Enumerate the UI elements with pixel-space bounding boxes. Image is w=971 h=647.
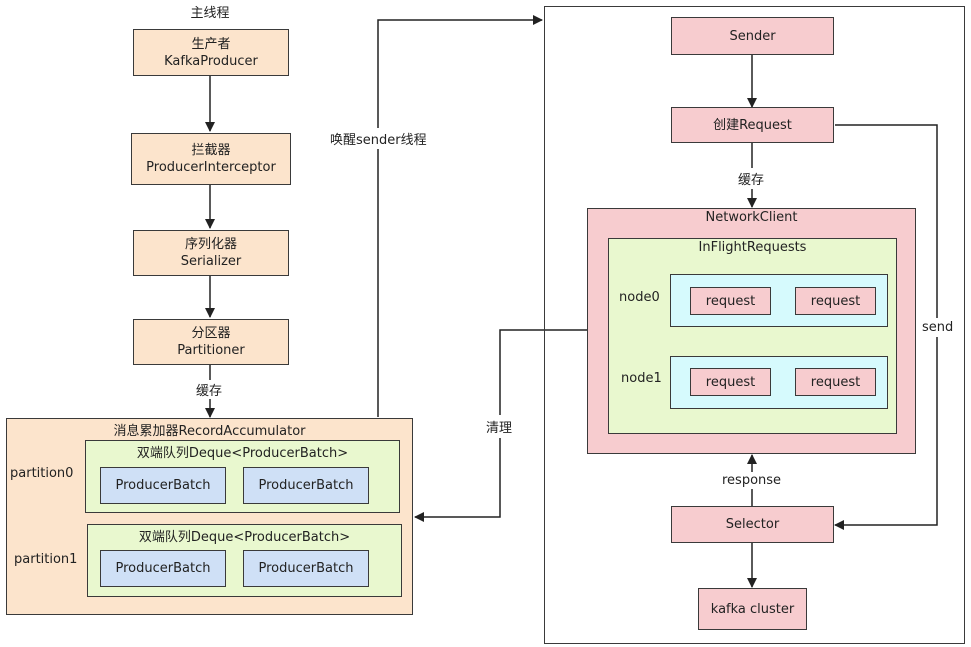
serializer-label-cn: 序列化器 bbox=[184, 237, 237, 252]
network-client-title: NetworkClient bbox=[705, 210, 798, 225]
accumulator-title: 消息累加器RecordAccumulator bbox=[113, 424, 306, 439]
producer-label-en: KafkaProducer bbox=[164, 53, 258, 69]
main-cache-label: 缓存 bbox=[196, 380, 223, 399]
node0-label: node0 bbox=[619, 290, 660, 305]
producer-batch: ProducerBatch bbox=[243, 550, 369, 587]
sender-thread-container bbox=[544, 6, 965, 644]
request-item: request bbox=[795, 287, 876, 315]
partitioner-box: 分区器 Partitioner bbox=[133, 319, 289, 365]
producer-batch: ProducerBatch bbox=[243, 467, 369, 504]
main-thread-title: 主线程 bbox=[190, 6, 230, 21]
node1-label: node1 bbox=[621, 371, 662, 386]
serializer-label-en: Serializer bbox=[180, 254, 242, 269]
producer-box: 生产者 KafkaProducer bbox=[133, 29, 289, 76]
producer-batch: ProducerBatch bbox=[100, 467, 226, 504]
arrow-wake-sender bbox=[377, 15, 543, 417]
interceptor-label-cn: 拦截器 bbox=[191, 143, 231, 158]
interceptor-box: 拦截器 ProducerInterceptor bbox=[131, 133, 291, 185]
producer-batch: ProducerBatch bbox=[100, 550, 226, 587]
sender-cache-label: 缓存 bbox=[738, 168, 765, 189]
partition0-label: partition0 bbox=[10, 466, 74, 481]
clean-label: 清理 bbox=[486, 415, 513, 438]
inflight-title: InFlightRequests bbox=[698, 240, 807, 255]
send-label: send bbox=[922, 318, 954, 337]
selector-box: Selector bbox=[671, 506, 834, 543]
partitioner-label-en: Partitioner bbox=[177, 343, 245, 358]
partition1-label: partition1 bbox=[14, 552, 78, 567]
partitioner-label-cn: 分区器 bbox=[191, 326, 231, 341]
serializer-box: 序列化器 Serializer bbox=[133, 230, 289, 276]
producer-label-cn: 生产者 bbox=[191, 36, 231, 52]
wake-sender-label: 唤醒sender线程 bbox=[330, 128, 427, 149]
interceptor-label-en: ProducerInterceptor bbox=[146, 160, 276, 175]
sender-box: Sender bbox=[671, 17, 834, 55]
request-item: request bbox=[795, 368, 876, 396]
create-request-box: 创建Request bbox=[671, 107, 834, 143]
request-item: request bbox=[690, 287, 771, 315]
request-item: request bbox=[690, 368, 771, 396]
deque1-title: 双端队列Deque<ProducerBatch> bbox=[138, 530, 351, 545]
deque0-title: 双端队列Deque<ProducerBatch> bbox=[136, 446, 349, 461]
response-label: response bbox=[722, 472, 782, 489]
kafka-cluster-box: kafka cluster bbox=[698, 588, 807, 630]
